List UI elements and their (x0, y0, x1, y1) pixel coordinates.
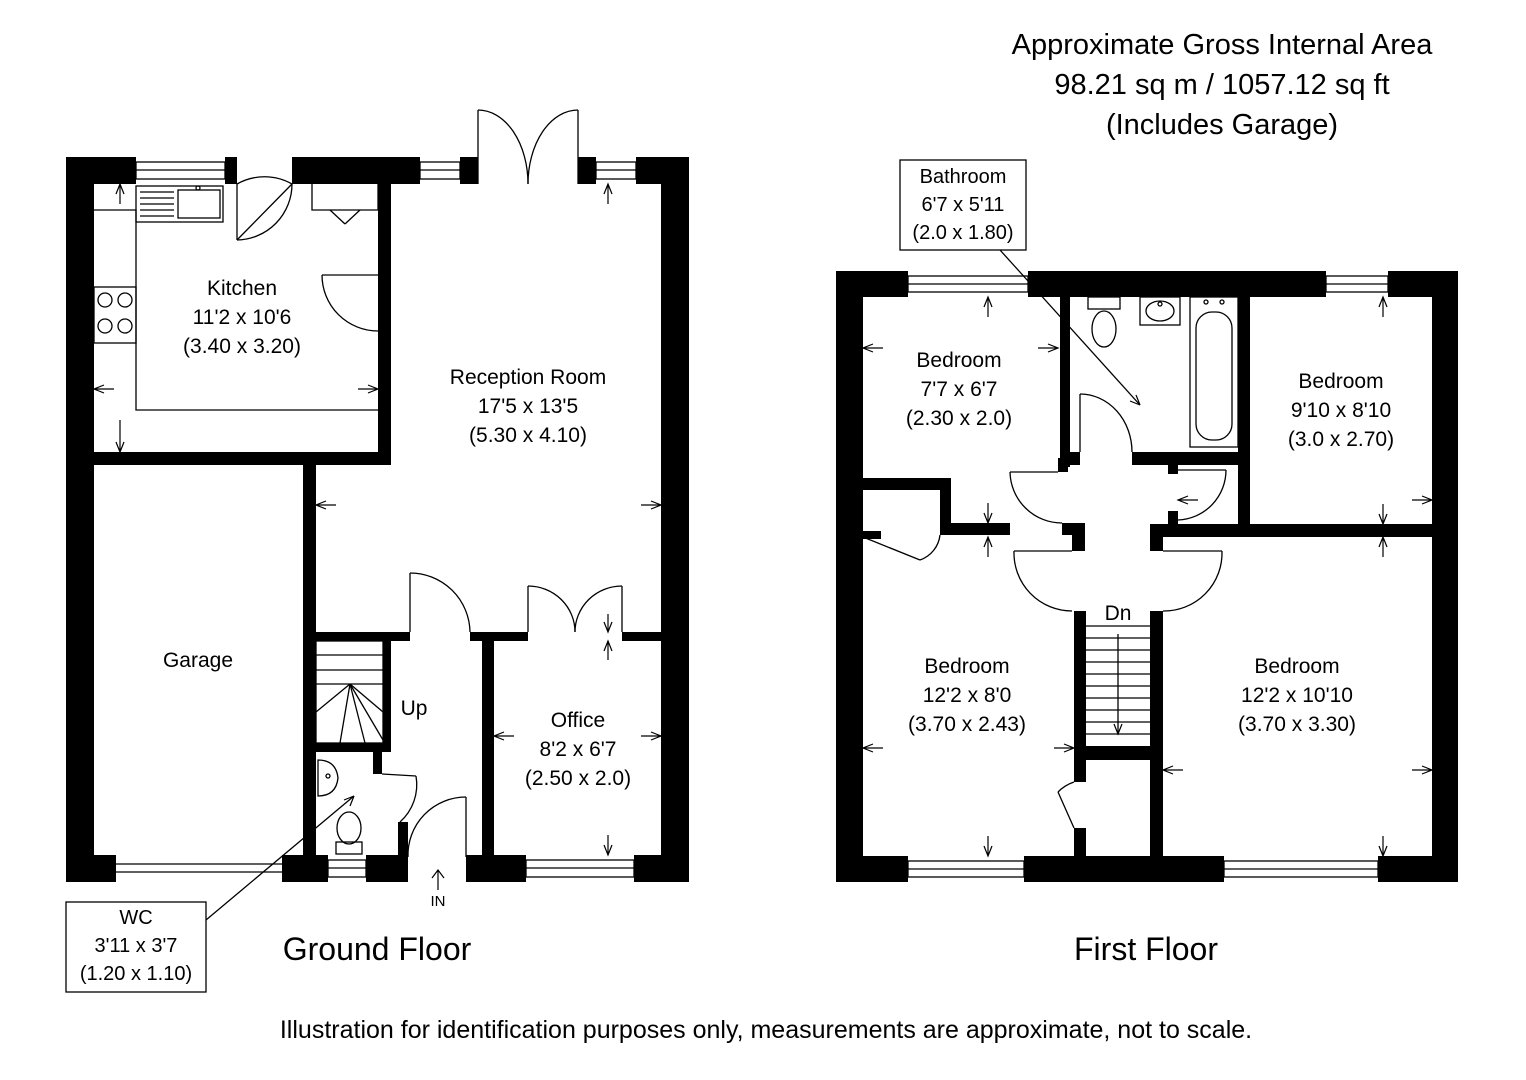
room-size-imperial: 12'2 x 10'10 (1241, 684, 1353, 707)
area-header: Approximate Gross Internal Area 98.21 sq… (1012, 29, 1434, 141)
ground-floor-dimension-arrows (92, 182, 663, 921)
stairs-down-label: Dn (1105, 602, 1132, 625)
room-size-metric: (3.70 x 2.43) (908, 713, 1026, 736)
kitchen-sink-icon (135, 185, 224, 223)
bathroom-callout: Bathroom 6'7 x 5'11 (2.0 x 1.80) (899, 159, 1027, 251)
disclaimer-text: Illustration for identification purposes… (280, 1016, 1252, 1044)
room-name: Kitchen (207, 277, 277, 300)
reception-room-label: Reception Room 17'5 x 13'5 (5.30 x 4.10) (450, 366, 606, 447)
room-size-metric: (1.20 x 1.10) (80, 963, 192, 985)
room-size-imperial: 11'2 x 10'6 (193, 306, 292, 329)
room-size-metric: (3.40 x 3.20) (183, 335, 301, 358)
room-size-imperial: 6'7 x 5'11 (922, 194, 1005, 216)
room-size-metric: (2.30 x 2.0) (906, 407, 1012, 430)
room-size-metric: (2.0 x 1.80) (912, 222, 1013, 244)
ground-floor-doors (236, 109, 623, 858)
bathroom-basin-icon (1139, 296, 1181, 326)
bedroom-2-label: Bedroom 9'10 x 8'10 (3.0 x 2.70) (1288, 370, 1394, 451)
room-size-metric: (5.30 x 4.10) (469, 424, 587, 447)
room-name: WC (119, 907, 152, 929)
room-size-imperial: 8'2 x 6'7 (540, 738, 617, 761)
first-floor-plan: Bathroom 6'7 x 5'11 (2.0 x 1.80) Bedroom… (836, 159, 1458, 967)
ground-floor-title: Ground Floor (283, 931, 472, 967)
ground-floor-walls (66, 157, 689, 882)
first-floor-dimension-arrows (861, 249, 1434, 858)
room-size-imperial: 12'2 x 8'0 (923, 684, 1012, 707)
bath-icon (1189, 296, 1239, 448)
room-name: Bathroom (920, 166, 1007, 188)
room-name: Bedroom (924, 655, 1009, 678)
kitchen-label: Kitchen 11'2 x 10'6 (3.40 x 3.20) (183, 277, 301, 358)
first-floor-walls (836, 271, 1458, 882)
room-size-imperial: 9'10 x 8'10 (1291, 399, 1391, 422)
room-size-metric: (2.50 x 2.0) (525, 767, 631, 790)
bedroom-3-label: Bedroom 12'2 x 8'0 (3.70 x 2.43) (908, 655, 1026, 736)
room-name: Garage (163, 649, 233, 672)
first-floor-doors (862, 393, 1227, 829)
first-floor-fixtures (1086, 296, 1239, 736)
office-label: Office 8'2 x 6'7 (2.50 x 2.0) (525, 709, 631, 790)
ground-floor-fixtures (93, 185, 384, 855)
first-floor-title: First Floor (1074, 931, 1218, 967)
bedroom-4-label: Bedroom 12'2 x 10'10 (3.70 x 3.30) (1238, 655, 1356, 736)
room-name: Reception Room (450, 366, 606, 389)
wc-toilet-icon (335, 811, 363, 855)
room-size-metric: (3.0 x 2.70) (1288, 428, 1394, 451)
stairs-down-icon (1086, 625, 1150, 736)
room-size-imperial: 17'5 x 13'5 (478, 395, 578, 418)
room-name: Office (551, 709, 605, 732)
bedroom-1-label: Bedroom 7'7 x 6'7 (2.30 x 2.0) (906, 349, 1012, 430)
room-size-imperial: 3'11 x 3'7 (95, 935, 178, 957)
ground-floor-plan: Kitchen 11'2 x 10'6 (3.40 x 3.20) Recept… (65, 109, 689, 993)
stairs-up-icon (315, 640, 384, 744)
ground-floor-windows (116, 161, 637, 878)
kitchen-hob-icon (93, 286, 137, 344)
room-name: Bedroom (1298, 370, 1383, 393)
area-note: (Includes Garage) (1106, 109, 1338, 141)
garage-label: Garage (163, 649, 233, 672)
room-size-imperial: 7'7 x 6'7 (921, 378, 998, 401)
room-size-metric: (3.70 x 3.30) (1238, 713, 1356, 736)
first-floor-windows (907, 275, 1389, 878)
wc-callout: WC 3'11 x 3'7 (1.20 x 1.10) (65, 901, 207, 993)
room-name: Bedroom (916, 349, 1001, 372)
room-name: Bedroom (1254, 655, 1339, 678)
entrance-label: IN (431, 893, 446, 910)
area-title: Approximate Gross Internal Area (1012, 29, 1434, 61)
wc-basin-icon (317, 759, 339, 797)
area-total: 98.21 sq m / 1057.12 sq ft (1054, 69, 1389, 101)
bathroom-toilet-icon (1087, 296, 1121, 348)
stairs-up-label: Up (401, 697, 428, 720)
